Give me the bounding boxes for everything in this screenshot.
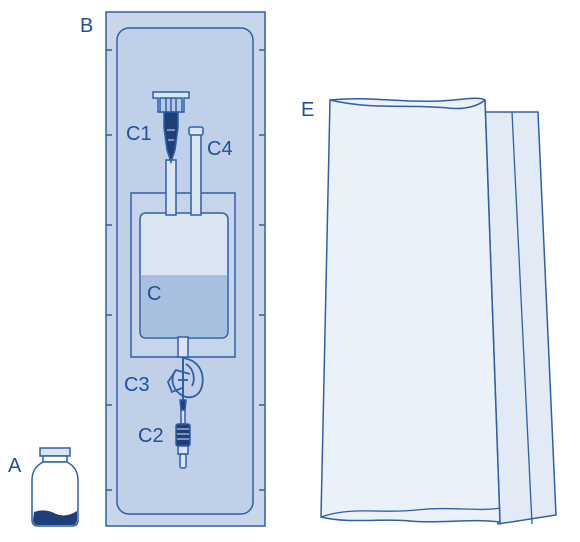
label-c4: C4 (207, 138, 233, 160)
vial-powder (33, 510, 77, 525)
c1-tube (165, 159, 177, 216)
label-e: E (301, 99, 314, 121)
c2-cap (177, 445, 189, 455)
bag-c (139, 212, 229, 339)
vial-neck (42, 455, 68, 463)
label-c3: C3 (124, 374, 150, 396)
label-c1: C1 (126, 123, 152, 145)
label-c: C (147, 283, 161, 305)
pouch-bottom-fold (320, 507, 501, 518)
vial-body (31, 461, 79, 527)
c1-spike (163, 111, 179, 165)
vial-a (31, 447, 79, 527)
overpouch-e (320, 97, 557, 525)
pouch-front-panel (320, 97, 501, 523)
vial-cap (39, 447, 71, 457)
c2-connector (175, 423, 191, 447)
labels: A B C1 C4 C C3 C2 E (8, 15, 314, 477)
tray-notches (106, 49, 265, 491)
port-c1 (152, 91, 190, 216)
port-c2 (175, 399, 191, 469)
clamp-c3 (166, 357, 204, 399)
label-a: A (8, 455, 22, 477)
port-c4 (188, 126, 204, 216)
c4-tube (190, 131, 202, 216)
label-b: B (80, 15, 93, 37)
c2-tube (180, 409, 186, 425)
c4-cap (188, 126, 204, 136)
pouch-top-fold (329, 99, 486, 110)
bag-liquid (141, 276, 227, 337)
label-c2: C2 (138, 425, 164, 447)
